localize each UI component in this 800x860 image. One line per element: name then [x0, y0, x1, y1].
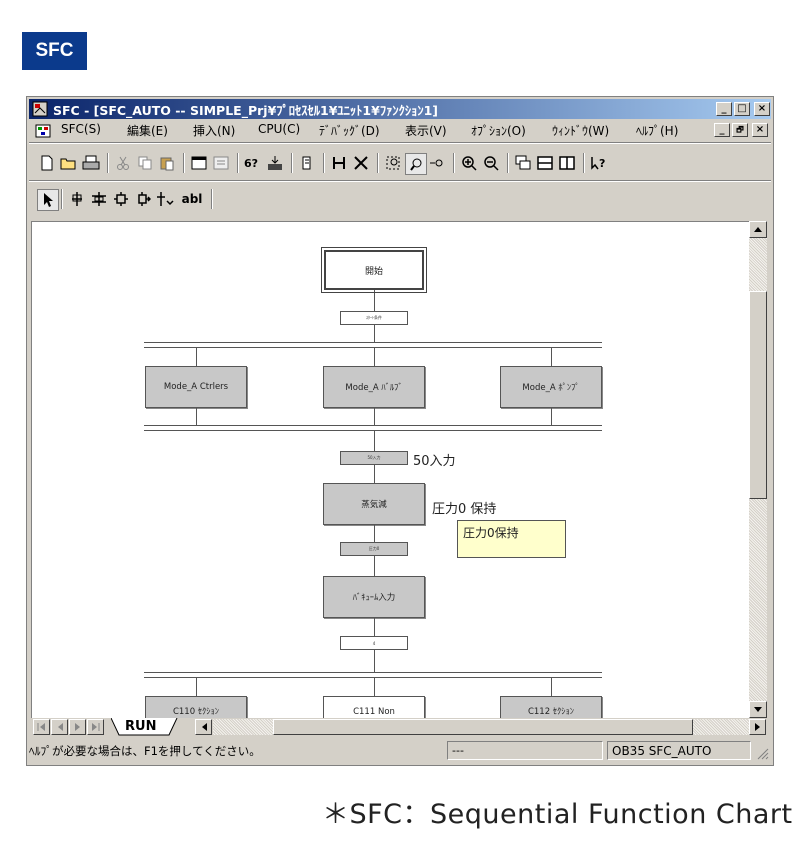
pointer-icon[interactable]	[37, 189, 59, 211]
app-icon	[32, 101, 48, 117]
tile-vertical-icon[interactable]	[557, 153, 577, 173]
menu-debug[interactable]: ﾃﾞﾊﾞｯｸﾞ(D)	[319, 124, 380, 138]
window-title: SFC - [SFC_AUTO -- SIMPLE_Prj¥ﾌﾟﾛｾｽｾﾙ1¥ﾕ…	[53, 103, 438, 118]
transition-3[interactable]: 圧力0	[340, 542, 408, 556]
copy-icon[interactable]	[135, 153, 155, 173]
step-mode-a-valve[interactable]: Mode_A ﾊﾞﾙﾌﾞ	[323, 366, 425, 408]
tab-prev-button[interactable]	[51, 719, 68, 735]
horizontal-scroll-thumb[interactable]	[273, 719, 693, 735]
doc-minimize-button[interactable]: _	[714, 123, 730, 137]
step-icon[interactable]	[329, 153, 349, 173]
tab-run[interactable]: RUN	[111, 718, 191, 736]
tab-navigation	[33, 719, 105, 735]
hscroll-left-button[interactable]	[195, 719, 212, 735]
new-icon[interactable]	[37, 153, 57, 173]
document-icon[interactable]	[35, 123, 51, 142]
insert-toolbar: abl	[33, 189, 263, 213]
tab-run-label: RUN	[125, 719, 157, 734]
menu-options[interactable]: ｵﾌﾟｼｮﾝ(O)	[471, 124, 526, 138]
transition-4[interactable]: 4	[340, 636, 408, 650]
insert-step-icon[interactable]	[67, 189, 87, 209]
tab-last-button[interactable]	[87, 719, 104, 735]
standard-toolbar: 6? ?	[33, 153, 763, 177]
step-label: 圧力0 保持	[432, 502, 497, 517]
maximize-button[interactable]: □	[734, 102, 750, 116]
scroll-up-button[interactable]	[749, 221, 767, 238]
cut-icon[interactable]	[113, 153, 133, 173]
tile-horizontal-icon[interactable]	[535, 153, 555, 173]
footnote: ＊SFC：Sequential Function Chart	[322, 799, 793, 830]
insert-alternative-icon[interactable]	[155, 189, 175, 209]
menu-help[interactable]: ﾍﾙﾌﾟ(H)	[636, 124, 679, 138]
doc-close-button[interactable]: ×	[752, 123, 768, 137]
zoom-area-icon[interactable]	[383, 153, 403, 173]
zoom-point-icon[interactable]	[427, 153, 447, 173]
sfc-canvas[interactable]: 開始 ｽﾀｰﾄ条件 Mode_A Ctrlers Mode_A ﾊﾞﾙﾌﾞ Mo…	[31, 221, 750, 719]
insert-text-icon[interactable]: abl	[179, 189, 205, 209]
sfc-label: SFC	[22, 32, 87, 70]
menu-insert[interactable]: 挿入(N)	[193, 124, 236, 138]
properties-icon[interactable]	[211, 153, 231, 173]
resize-grip-icon[interactable]	[755, 745, 769, 764]
window-icon[interactable]	[189, 153, 209, 173]
menu-bar: SFC(S) 編集(E) 挿入(N) CPU(C) ﾃﾞﾊﾞｯｸﾞ(D) 表示(…	[29, 120, 771, 140]
step-steam[interactable]: 蒸気減	[323, 483, 425, 525]
print-icon[interactable]	[81, 153, 101, 173]
paste-icon[interactable]	[157, 153, 177, 173]
zoom-select-icon[interactable]	[405, 153, 427, 175]
svg-text:6?: 6?	[244, 157, 258, 170]
zoom-in-icon[interactable]	[459, 153, 479, 173]
download-icon[interactable]	[265, 153, 285, 173]
menu-sfc[interactable]: SFC(S)	[61, 122, 101, 136]
comment-box[interactable]: 圧力0保持	[457, 520, 566, 558]
horizontal-scroll-track[interactable]	[213, 719, 749, 735]
tab-next-button[interactable]	[69, 719, 86, 735]
status-field: ---	[447, 741, 603, 760]
title-bar[interactable]: SFC - [SFC_AUTO -- SIMPLE_Prj¥ﾌﾟﾛｾｽｾﾙ1¥ﾕ…	[29, 99, 771, 119]
step-mode-a-ctrlers[interactable]: Mode_A Ctrlers	[145, 366, 247, 408]
step-mode-a-pump[interactable]: Mode_A ﾎﾟﾝﾌﾟ	[500, 366, 602, 408]
hscroll-right-button[interactable]	[749, 719, 766, 735]
start-step[interactable]: 開始	[321, 247, 427, 293]
insert-branch-icon[interactable]	[111, 189, 131, 209]
close-button[interactable]: ×	[754, 102, 770, 116]
text-tool-label: abl	[181, 192, 203, 206]
insert-jump-icon[interactable]	[133, 189, 153, 209]
monitor-icon[interactable]: 6?	[243, 153, 263, 173]
vertical-scroll-thumb[interactable]	[749, 291, 767, 499]
menu-view[interactable]: 表示(V)	[405, 124, 447, 138]
open-folder-icon[interactable]	[59, 153, 79, 173]
cascade-icon[interactable]	[513, 153, 533, 173]
step-c112[interactable]: C112 ｾｸｼｮﾝ	[500, 696, 602, 719]
status-block-name: OB35 SFC_AUTO	[607, 741, 751, 760]
menu-edit[interactable]: 編集(E)	[127, 124, 168, 138]
step-c111[interactable]: C111 Non	[323, 696, 425, 719]
step-vacuum[interactable]: ﾊﾞｷｭｰﾑ入力	[323, 576, 425, 618]
transition-2[interactable]: 50入力	[340, 451, 408, 465]
context-help-icon[interactable]: ?	[589, 153, 609, 173]
insert-sequence-icon[interactable]	[89, 189, 109, 209]
toolbar-separator	[29, 142, 771, 144]
transition-1[interactable]: ｽﾀｰﾄ条件	[340, 311, 408, 325]
scroll-down-button[interactable]	[749, 701, 767, 718]
doc-restore-button[interactable]: 🗗	[732, 123, 748, 137]
vertical-scrollbar[interactable]	[749, 221, 767, 718]
transition-label: 50入力	[413, 454, 456, 469]
fit-icon[interactable]	[351, 153, 371, 173]
tab-first-button[interactable]	[33, 719, 50, 735]
toolbar-separator-2	[29, 180, 771, 182]
status-bar: ﾍﾙﾌﾟが必要な場合は、F1を押してください。 --- OB35 SFC_AUT…	[29, 740, 771, 762]
sfc-window: SFC - [SFC_AUTO -- SIMPLE_Prj¥ﾌﾟﾛｾｽｾﾙ1¥ﾕ…	[26, 96, 774, 766]
minimize-button[interactable]: _	[716, 102, 732, 116]
svg-text:?: ?	[599, 157, 605, 170]
menu-cpu[interactable]: CPU(C)	[258, 122, 301, 136]
zoom-out-icon[interactable]	[481, 153, 501, 173]
tab-and-hscroll-bar: RUN	[31, 718, 767, 736]
status-help-text: ﾍﾙﾌﾟが必要な場合は、F1を押してください。	[29, 744, 261, 758]
menu-window[interactable]: ｳｨﾝﾄﾞｳ(W)	[552, 124, 610, 138]
step-c110[interactable]: C110 ｾｸｼｮﾝ	[145, 696, 247, 719]
compile-icon[interactable]	[297, 153, 317, 173]
